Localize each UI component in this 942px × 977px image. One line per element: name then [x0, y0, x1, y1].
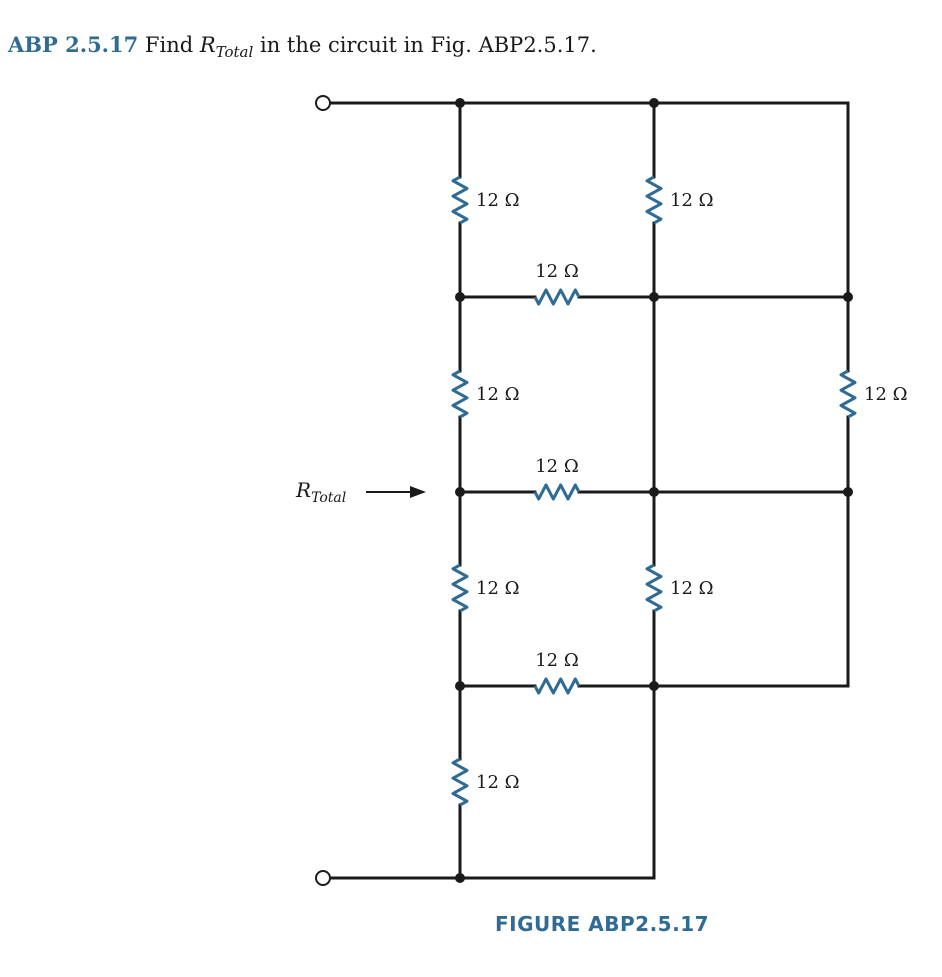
junction-dot: [455, 292, 465, 302]
problem-statement: ABP 2.5.17 Find RTotal in the circuit in…: [8, 32, 597, 61]
resistor-r-right-1: [839, 369, 857, 419]
circuit-wires: [328, 101, 850, 880]
junction-dot: [843, 292, 853, 302]
resistor-r-horiz-2: [533, 483, 581, 501]
resistor-r-mid-1: [645, 175, 663, 225]
resistor-r-left-2: [451, 369, 469, 419]
junction-dot: [455, 98, 465, 108]
resistor-r-left-3: [451, 563, 469, 613]
resistor-label-r-horiz-1: 12 Ω: [535, 261, 579, 282]
junction-dot: [649, 98, 659, 108]
resistor-label-r-left-4: 12 Ω: [476, 772, 520, 793]
figure-caption: FIGURE ABP2.5.17: [495, 912, 710, 936]
terminal-bottom: [315, 870, 331, 886]
resistor-label-r-left-3: 12 Ω: [476, 578, 520, 599]
resistor-r-horiz-1: [533, 288, 581, 306]
junction-dot: [843, 487, 853, 497]
resistor-label-r-mid-2: 12 Ω: [670, 578, 714, 599]
junction-dot: [649, 487, 659, 497]
junction-dot: [455, 681, 465, 691]
problem-number: ABP 2.5.17: [8, 32, 139, 57]
problem-text-before: Find: [144, 33, 200, 57]
circuit-labels: 12 Ω 12 Ω 12 Ω 12 Ω 12 Ω 12 Ω 12 Ω 12 Ω 12 Ω 12 Ω: [476, 190, 908, 793]
junction-dot: [649, 681, 659, 691]
resistor-r-horiz-3: [533, 677, 581, 695]
rtotal-indicator: RTotal: [295, 478, 426, 506]
problem-symbol: R: [199, 33, 216, 57]
resistor-r-mid-2: [645, 563, 663, 613]
rtotal-arrow-head: [410, 486, 426, 498]
resistor-r-left-4: [451, 757, 469, 807]
rtotal-label: RTotal: [295, 478, 346, 506]
resistor-label-r-mid-1: 12 Ω: [670, 190, 714, 211]
circuit-nodes: [455, 98, 853, 883]
problem-subscript: Total: [215, 43, 254, 62]
terminal-top: [315, 95, 331, 111]
resistor-label-r-horiz-2: 12 Ω: [535, 456, 579, 477]
resistor-r-left-1: [451, 175, 469, 225]
junction-dot: [455, 873, 465, 883]
resistor-label-r-right-1: 12 Ω: [864, 384, 908, 405]
resistor-label-r-left-1: 12 Ω: [476, 190, 520, 211]
problem-text-after: in the circuit in Fig. ABP2.5.17.: [253, 33, 597, 57]
resistor-label-r-left-2: 12 Ω: [476, 384, 520, 405]
circuit-terminals: [315, 95, 331, 886]
circuit-resistors: [451, 175, 857, 807]
junction-dot: [649, 292, 659, 302]
resistor-label-r-horiz-3: 12 Ω: [535, 650, 579, 671]
junction-dot: [455, 487, 465, 497]
